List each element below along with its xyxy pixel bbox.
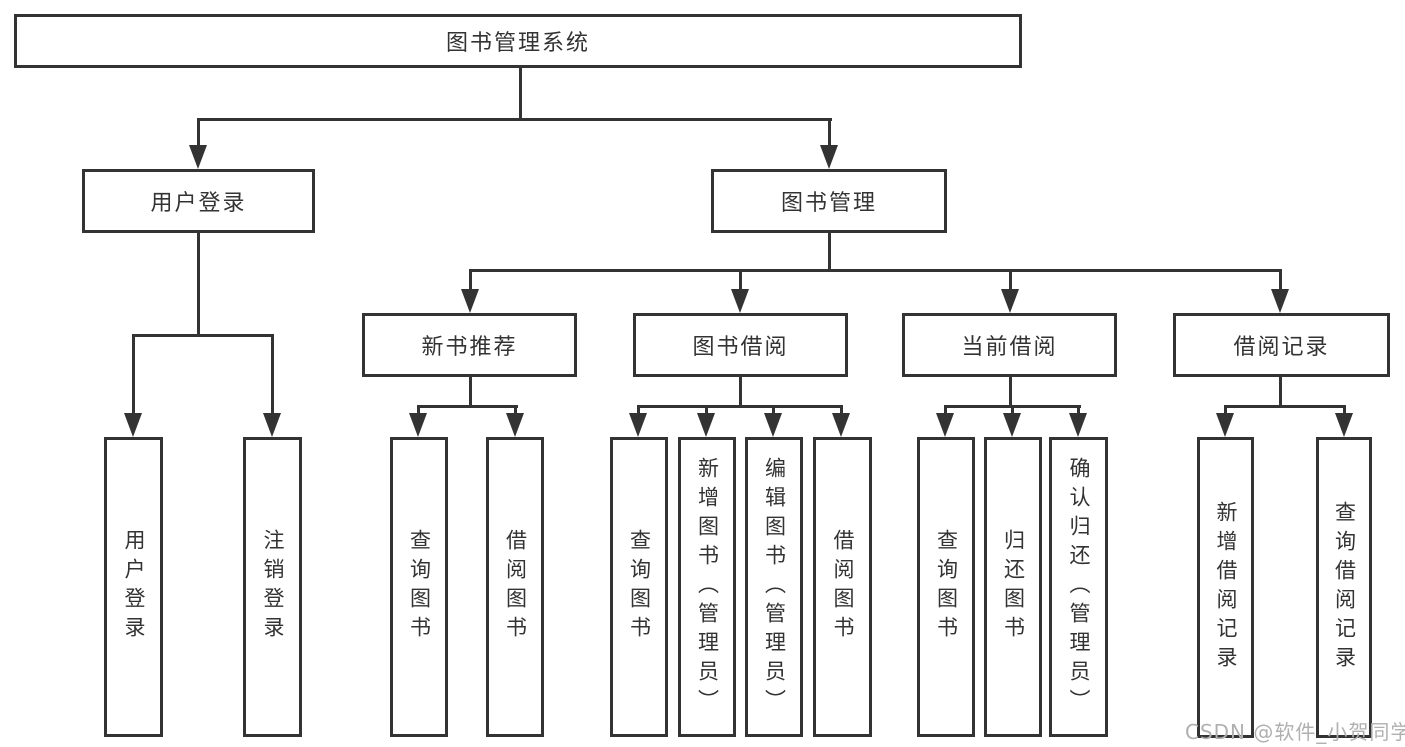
leaf-edit-books: 编辑图书（管理员） xyxy=(745,437,803,737)
leaf-query-books-2-label: 查询图书 xyxy=(627,529,652,645)
connector-new-book-branch xyxy=(417,405,518,408)
node-library-system: 图书管理系统 xyxy=(14,14,1022,68)
connector-book-borrow-branch xyxy=(637,405,843,408)
connector-leaf-logout-stem xyxy=(271,337,274,415)
arrow-bb-leaf1 xyxy=(629,413,647,437)
node-new-book-rec-label: 新书推荐 xyxy=(421,335,518,360)
arrow-to-book-borrow xyxy=(731,289,749,313)
arrow-bb-leaf3 xyxy=(764,413,782,437)
arrow-to-new-book-rec xyxy=(461,289,479,313)
connector-book-mgmt-stem xyxy=(828,121,831,148)
connector-cb-leaf1-stem xyxy=(944,405,947,416)
leaf-borrow-books-1: 借阅图书 xyxy=(486,437,544,737)
connector-user-login-down xyxy=(197,233,200,337)
connector-leaf-login-stem xyxy=(132,337,135,415)
connector-book-borrow-down xyxy=(739,377,742,408)
connector-br-leaf2-stem xyxy=(1343,405,1346,416)
node-book-borrow: 图书借阅 xyxy=(633,313,848,377)
arrow-nb-leaf2 xyxy=(506,413,524,437)
connector-cb-leaf3-stem xyxy=(1077,405,1080,416)
leaf-query-books-3-label: 查询图书 xyxy=(934,529,959,645)
leaf-logout: 注销登录 xyxy=(243,437,302,737)
leaf-query-books-1-label: 查询图书 xyxy=(407,529,432,645)
leaf-borrow-books-1-label: 借阅图书 xyxy=(503,529,528,645)
leaf-add-borrow-record: 新增借阅记录 xyxy=(1197,437,1254,738)
leaf-query-books-1: 查询图书 xyxy=(390,437,448,737)
node-borrow-records: 借阅记录 xyxy=(1173,313,1390,377)
leaf-query-borrow-record-label: 查询借阅记录 xyxy=(1332,500,1357,675)
connector-user-login-stem xyxy=(197,121,200,148)
leaf-return-books: 归还图书 xyxy=(984,437,1042,737)
leaf-add-books: 新增图书（管理员） xyxy=(678,437,736,737)
connector-bb-leaf2-stem xyxy=(705,405,708,416)
csdn-watermark: CSDN @软件_小贺同学 xyxy=(1185,720,1405,744)
leaf-add-books-label: 新增图书（管理员） xyxy=(695,456,720,718)
connector-new-book-stem xyxy=(469,272,472,291)
leaf-add-borrow-record-label: 新增借阅记录 xyxy=(1214,500,1238,675)
connector-book-borrow-stem xyxy=(739,272,742,291)
node-new-book-rec: 新书推荐 xyxy=(362,313,577,377)
connector-cb-leaf2-stem xyxy=(1011,405,1014,416)
leaf-user-login: 用户登录 xyxy=(104,437,163,737)
leaf-query-borrow-record: 查询借阅记录 xyxy=(1316,437,1372,738)
connector-bb-leaf4-stem xyxy=(840,405,843,416)
leaf-return-books-label: 归还图书 xyxy=(1001,529,1026,645)
connector-bb-leaf1-stem xyxy=(637,405,640,416)
connector-current-borrow-stem xyxy=(1009,272,1012,291)
node-library-system-label: 图书管理系统 xyxy=(445,31,590,56)
arrow-br-leaf2 xyxy=(1335,413,1353,437)
connector-book-mgmt-branch xyxy=(469,269,1282,272)
leaf-user-login-label: 用户登录 xyxy=(122,529,146,645)
arrow-to-user-login xyxy=(189,145,207,169)
arrow-bb-leaf2 xyxy=(697,413,715,437)
connector-current-borrow-down xyxy=(1009,377,1012,408)
arrow-nb-leaf1 xyxy=(409,413,427,437)
node-current-borrow-label: 当前借阅 xyxy=(961,335,1058,360)
node-book-borrow-label: 图书借阅 xyxy=(692,335,789,360)
node-book-mgmt-label: 图书管理 xyxy=(780,191,877,216)
arrow-to-leaf-logout xyxy=(263,413,281,437)
connector-user-login-branch xyxy=(132,334,274,337)
arrow-bb-leaf4 xyxy=(832,413,850,437)
connector-bb-leaf3-stem xyxy=(772,405,775,416)
leaf-query-books-2: 查询图书 xyxy=(610,437,668,737)
arrow-to-borrow-records xyxy=(1271,289,1289,313)
connector-nb-leaf1-stem xyxy=(417,405,420,416)
connector-borrow-records-branch xyxy=(1224,405,1346,408)
arrow-br-leaf1 xyxy=(1216,413,1234,437)
connector-root-branch xyxy=(197,118,832,121)
leaf-confirm-return-label: 确认归还（管理员） xyxy=(1067,456,1091,718)
connector-nb-leaf2-stem xyxy=(514,405,517,416)
node-user-login-label: 用户登录 xyxy=(150,191,247,216)
node-user-login: 用户登录 xyxy=(82,169,315,233)
leaf-edit-books-label: 编辑图书（管理员） xyxy=(762,456,787,718)
connector-br-leaf1-stem xyxy=(1224,405,1227,416)
leaf-logout-label: 注销登录 xyxy=(261,529,285,645)
arrow-to-leaf-login xyxy=(124,413,142,437)
connector-borrow-records-stem xyxy=(1279,272,1282,291)
node-borrow-records-label: 借阅记录 xyxy=(1233,335,1330,360)
arrow-cb-leaf1 xyxy=(936,413,954,437)
node-current-borrow: 当前借阅 xyxy=(902,313,1117,377)
arrow-to-book-mgmt xyxy=(820,145,838,169)
leaf-borrow-books-2-label: 借阅图书 xyxy=(831,529,855,645)
connector-book-mgmt-down xyxy=(828,233,831,272)
arrow-cb-leaf2 xyxy=(1003,413,1021,437)
leaf-confirm-return: 确认归还（管理员） xyxy=(1049,437,1108,737)
connector-new-book-down xyxy=(469,377,472,408)
node-book-mgmt: 图书管理 xyxy=(711,169,947,233)
connector-root-stem xyxy=(519,68,522,121)
leaf-query-books-3: 查询图书 xyxy=(917,437,975,737)
leaf-borrow-books-2: 借阅图书 xyxy=(813,437,872,737)
arrow-to-current-borrow xyxy=(1001,289,1019,313)
arrow-cb-leaf3 xyxy=(1069,413,1087,437)
connector-borrow-records-down xyxy=(1279,377,1282,408)
